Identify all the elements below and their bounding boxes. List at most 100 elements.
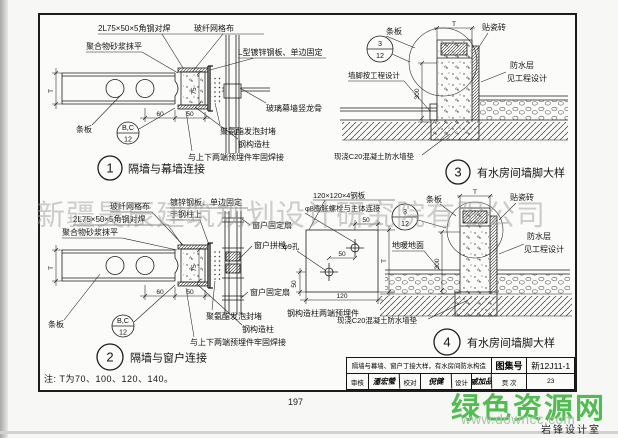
- detail-3-drawing: 条板 贴瓷砖 墙脚按工程设计 防水层 见工程设计 现浇C20混凝土防水墙垫 T …: [334, 21, 568, 185]
- detail-1-drawing: 2L75×50×5角钢对焊 玻纤网格布 聚合物砂浆抹平 L型镀锌钢板、单边固定 …: [48, 23, 326, 181]
- d2-dim-50: 50: [186, 289, 194, 296]
- d2-coupler-label: 窗户拼樘: [254, 240, 286, 250]
- titleblock-atlas-label: 图集号: [492, 358, 528, 373]
- d1-number-badge: 1: [106, 161, 113, 176]
- d2-slab-label: 条板: [48, 319, 64, 329]
- d3-number-badge: 3: [454, 165, 461, 180]
- d1-ref-bubble: B,C 12: [116, 121, 140, 145]
- titleblock-review-signature: 潘宏瑩: [368, 373, 400, 390]
- plate-hole-label: φ9孔: [283, 242, 300, 251]
- d4-number-badge: 4: [443, 335, 450, 350]
- titleblock-proof-signature: 倪健: [421, 373, 453, 390]
- d1-dim-75: 75: [191, 87, 198, 95]
- detail-1-geometry: [52, 33, 326, 153]
- d2-dim-60: 60: [156, 289, 164, 296]
- svg-text:12: 12: [119, 328, 127, 337]
- titleblock-review-label: 审核: [347, 374, 369, 389]
- d4-waterproof-label-1: 防水层: [527, 231, 551, 241]
- scan-bottom-artifact: [0, 431, 618, 434]
- detail-2-caption: 2 隔墙与窗户连接: [96, 343, 207, 371]
- d3-ref-bubble: 3 12: [366, 35, 394, 63]
- d2-plate-label-1: 镀锌钢板、单边固定: [170, 197, 242, 207]
- d2-dim-75: 75: [191, 264, 198, 272]
- d2-fix-top-label: 窗户固定扇: [252, 220, 292, 230]
- d4-waterproof-label-2: 见工程设计: [524, 244, 564, 254]
- titleblock-sheet-title: 隔墙与幕墙、窗户丁接大样，有水房间防水构造: [347, 358, 492, 373]
- d1-foam-label: 聚氨酯发泡封堵: [220, 126, 276, 136]
- detail-2-geometry: [52, 207, 253, 338]
- d1-column-label: 钢构造柱: [238, 139, 270, 149]
- d2-weld-label: 与上下两端预埋件牢固焊接: [190, 337, 286, 347]
- site-watermark: 绿色资源网: [451, 393, 607, 425]
- d2-fix-bottom-label: 窗户固定扇: [250, 287, 290, 297]
- title-block: 隔墙与幕墙、窗户丁接大样，有水房间防水构造 图集号 新12J11-1 审核 潘宏…: [346, 357, 575, 390]
- svg-text:12: 12: [376, 51, 384, 60]
- d3-waterproof-label-2: 见工程设计: [507, 73, 547, 83]
- detail-4-caption: 4 有水房间墙脚大样: [433, 328, 555, 356]
- d4-caption-text: 有水房间墙脚大样: [467, 336, 555, 350]
- plate-bolt-label: φ8膨胀螺栓与主体连接: [305, 204, 381, 213]
- d2-plate-label-2: 于钢柱上: [170, 209, 202, 219]
- d3-tile-label: 贴瓷砖: [482, 22, 506, 32]
- scan-edge-artifact: [0, 0, 8, 438]
- company-watermark: 新疆昊辰建筑规划设计研究院有限公司: [36, 200, 547, 232]
- d1-lplate-label: L型镀锌钢板、单边固定: [238, 47, 322, 57]
- plate-size-label: 120×120×4钢板: [313, 191, 366, 200]
- d2-column-label: 钢构造柱: [242, 324, 274, 334]
- plate-dim-50c: 50: [291, 280, 298, 288]
- d3-waterproof-label-1: 防水层: [510, 60, 534, 70]
- detail-2-drawing: 玻纤网格布 镀锌钢板、单边固定 于钢柱上 2L75×50×5角钢对焊 聚合物砂浆…: [48, 197, 292, 371]
- detail-3-geometry: [340, 25, 568, 156]
- d3-dim-t: T: [452, 21, 456, 28]
- d2-angle-label: 2L75×50×5角钢对焊: [73, 214, 146, 224]
- plate-dim-50b: 50: [338, 251, 346, 258]
- titleblock-atlas-number: 新12J11-1: [531, 360, 571, 371]
- d2-dim-t: T: [48, 266, 55, 270]
- d1-dim-60: 60: [156, 111, 164, 118]
- d1-mullion-label: 玻璃幕墙竖龙骨: [266, 103, 322, 113]
- d2-foam-label: 聚氨酯发泡封堵: [206, 311, 262, 321]
- svg-text:3: 3: [378, 39, 382, 48]
- d3-c20-label: 现浇C20混凝土防水墙垫: [334, 152, 415, 161]
- plate-dim-50a: 50: [362, 217, 370, 224]
- titleblock-proof-label: 校对: [400, 374, 422, 389]
- detail-4-geometry: [380, 193, 572, 320]
- site-url-watermark: www.downcc.com: [461, 412, 576, 427]
- titleblock-page-number: 23: [547, 378, 555, 385]
- d3-slab-label: 条板: [386, 26, 402, 36]
- d1-caption-text: 隔墙与幕墙连接: [128, 162, 205, 176]
- titleblock-page-label: 页 次: [492, 374, 528, 389]
- d3-caption-text: 有水房间墙脚大样: [477, 166, 565, 180]
- detail-4-drawing: 条板 贴瓷砖 地暖地面 防水层 见工程设计 现浇C20混凝土防水墙垫 T 300…: [337, 189, 572, 356]
- d1-dim-50: 50: [186, 111, 194, 118]
- d2-caption-text: 隔墙与窗户连接: [130, 351, 207, 365]
- d1-slab-label: 条板: [76, 124, 92, 134]
- d4-c20-label: 现浇C20混凝土防水墙垫: [337, 316, 418, 325]
- svg-text:12: 12: [124, 135, 132, 144]
- svg-text:3: 3: [403, 207, 407, 216]
- d2-number-badge: 2: [106, 350, 113, 365]
- page-number: 197: [288, 397, 304, 407]
- plate-caption-text: 钢构造柱两端预埋件: [287, 308, 359, 318]
- d1-weld-label: 与上下两端预埋件牢固焊接: [188, 152, 284, 162]
- d4-dim-300: 300: [434, 258, 441, 269]
- plate-dim-120: 120: [336, 293, 347, 300]
- d2-ref-bubble: B,C 12: [111, 314, 135, 338]
- d1-angle-label: 2L75×50×5角钢对焊: [98, 23, 171, 33]
- d3-base-label: 墙脚按工程设计: [348, 71, 400, 80]
- d1-dim-t: T: [48, 89, 55, 93]
- d3-dim-300: 300: [414, 88, 421, 99]
- detail-3-caption: 3 有水房间墙脚大样: [445, 159, 565, 185]
- d4-ref-bubble: 3 12: [391, 203, 419, 231]
- d1-mesh-label: 玻纤网格布: [194, 23, 234, 33]
- studio-credit: 岩锋设计室: [541, 425, 601, 436]
- plate-dim-t: T: [381, 259, 388, 263]
- d1-mortar-label: 聚合物砂浆抹平: [86, 41, 142, 51]
- d4-floor-label: 地暖地面: [392, 240, 424, 250]
- detail-1-caption: 1 隔墙与幕墙连接: [97, 155, 205, 181]
- note-text: 注: T为70、100、120、140。: [44, 374, 174, 384]
- d2-mesh-label: 玻纤网格布: [110, 201, 150, 211]
- d4-tile-label: 贴瓷砖: [510, 192, 534, 202]
- d4-slab-label: 条板: [426, 194, 442, 204]
- titleblock-design-label: 设计: [452, 374, 472, 389]
